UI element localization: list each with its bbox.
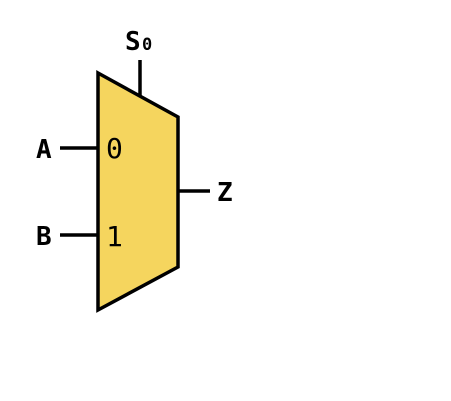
select-subscript: 0 (142, 35, 152, 55)
mux-body (96, 70, 180, 313)
select-label: S (125, 27, 141, 57)
port-1-label: 1 (106, 220, 123, 253)
input-b-label: B (36, 222, 52, 252)
input-a-label: A (36, 135, 52, 165)
output-z-label: Z (217, 178, 233, 208)
port-0-label: 0 (106, 132, 123, 165)
